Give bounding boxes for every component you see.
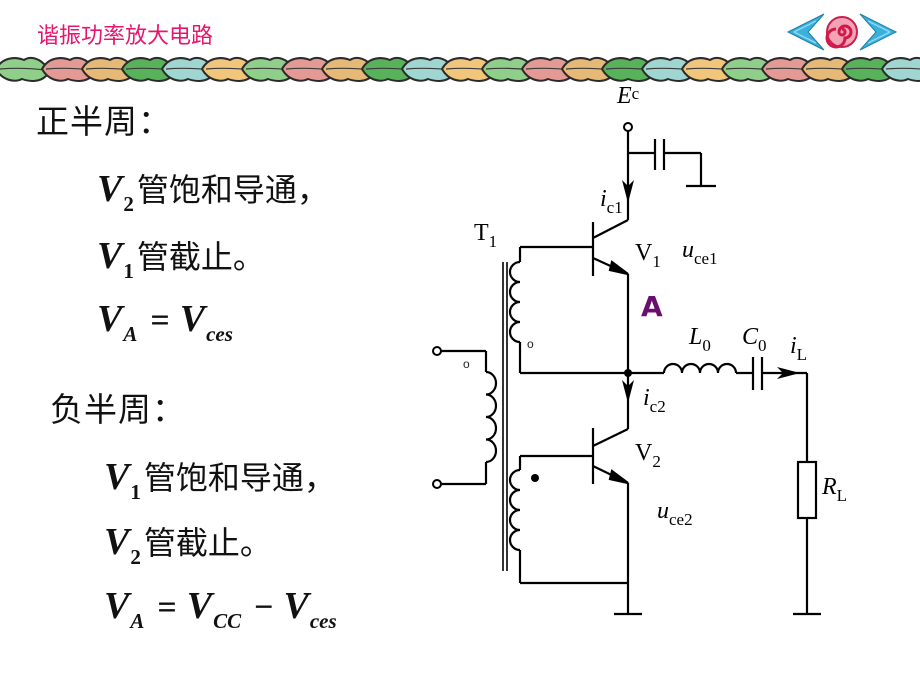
transistor-v1 bbox=[591, 219, 630, 373]
bypass-capacitor bbox=[628, 139, 716, 188]
label-t1: T1 bbox=[474, 220, 498, 251]
label-ic2: ic2 bbox=[643, 385, 666, 416]
label-rl: RL bbox=[822, 474, 848, 505]
slide-navigation bbox=[786, 13, 898, 51]
input-terminal-bottom bbox=[432, 479, 442, 489]
positive-half-line2: V1管截止。 bbox=[97, 235, 265, 283]
right-arrow-icon[interactable] bbox=[859, 13, 898, 51]
var-v: V bbox=[97, 168, 123, 210]
transformer-core bbox=[502, 262, 508, 571]
spiral-icon[interactable] bbox=[825, 16, 858, 49]
label-uce1: uce1 bbox=[682, 237, 718, 268]
upper-secondary-winding bbox=[508, 260, 521, 344]
ic1-arrow bbox=[622, 180, 634, 203]
label-c0: C0 bbox=[742, 324, 767, 355]
label-l0: L0 bbox=[689, 324, 711, 355]
label-il: iL bbox=[790, 333, 808, 364]
polarity-marker-primary: o bbox=[463, 357, 470, 371]
slide-title: 谐振功率放大电路 bbox=[37, 24, 214, 49]
inductor-l0 bbox=[662, 362, 738, 374]
negative-half-line1: V1管饱和导通， bbox=[104, 456, 336, 504]
positive-half-heading: 正半周： bbox=[36, 102, 172, 141]
left-arrow-icon[interactable] bbox=[786, 13, 825, 51]
negative-half-equation: VA=VCC−Vces bbox=[104, 585, 337, 633]
negative-half-heading: 负半周： bbox=[50, 390, 186, 429]
load-resistor bbox=[796, 460, 818, 520]
polarity-dot bbox=[531, 474, 539, 482]
node-a-label: A bbox=[641, 290, 663, 323]
coupling-capacitor-c0 bbox=[751, 357, 764, 390]
supply-terminal bbox=[623, 122, 633, 132]
il-arrow bbox=[777, 367, 800, 379]
label-uce2: uce2 bbox=[657, 498, 693, 529]
lower-secondary-winding bbox=[508, 468, 521, 552]
negative-half-line2: V2管截止。 bbox=[104, 521, 272, 569]
label-ic1: ic1 bbox=[600, 186, 623, 217]
label-v1: V1 bbox=[635, 240, 661, 271]
positive-half-line1: V2管饱和导通， bbox=[97, 168, 329, 216]
polarity-marker-upper: o bbox=[527, 337, 534, 351]
input-terminal-top bbox=[432, 346, 442, 356]
positive-half-equation: VA=Vces bbox=[97, 298, 233, 346]
label-ec: Ec bbox=[617, 83, 640, 109]
transistor-v2 bbox=[591, 428, 630, 614]
label-v2: V2 bbox=[635, 440, 661, 471]
primary-winding bbox=[485, 370, 498, 464]
